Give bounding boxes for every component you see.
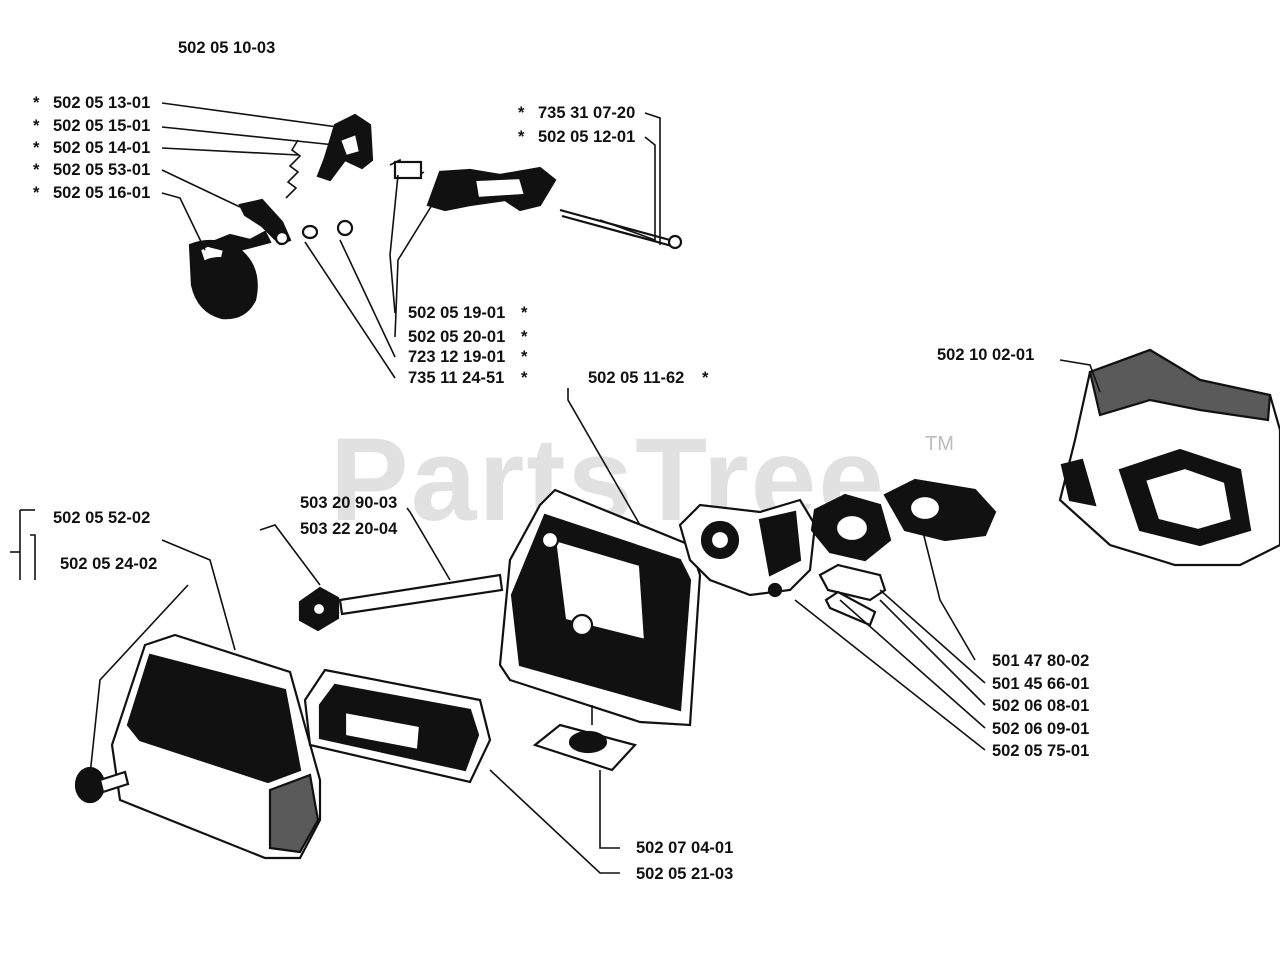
throttle-trigger-part [188, 230, 272, 320]
pin-shaft-part [559, 208, 683, 250]
label-723-12-19-01: 723 12 19-01 [408, 348, 505, 366]
label-502-05-20-01: 502 05 20-01 [408, 328, 505, 346]
label-502-05-10-03: 502 05 10-03 [178, 39, 275, 57]
asterisk-marker: * [518, 104, 525, 122]
asterisk-marker: * [33, 117, 40, 135]
label-503-22-20-04: 503 22 20-04 [300, 520, 398, 538]
label-502-05-19-01: 502 05 19-01 [408, 304, 505, 322]
label-502-05-13-01: 502 05 13-01 [53, 94, 150, 112]
asterisk-marker: * [33, 184, 40, 202]
asterisk-marker: * [33, 161, 40, 179]
label-502-05-21-03: 502 05 21-03 [636, 865, 733, 883]
label-501-45-66-01: 501 45 66-01 [992, 675, 1089, 693]
leader-lines [10, 102, 1101, 874]
asterisk-marker: * [521, 348, 528, 366]
label-735-11-24-51: 735 11 24-51 [408, 369, 504, 387]
part-labels: 502 05 10-03 * 502 05 13-01 * 502 05 15-… [33, 39, 1089, 883]
spring-part-1 [285, 139, 302, 199]
washer-part [301, 219, 354, 240]
label-735-31-07-20: 735 31 07-20 [538, 104, 635, 122]
label-501-47-80-02: 501 47 80-02 [992, 652, 1089, 670]
throttle-lock-part [316, 113, 374, 182]
label-502-05-14-01: 502 05 14-01 [53, 139, 150, 157]
throttle-lever-part [238, 198, 292, 246]
label-502-06-08-01: 502 06 08-01 [992, 697, 1089, 715]
asterisk-marker: * [521, 328, 528, 346]
spring-part-2 [389, 158, 425, 180]
label-502-05-75-01: 502 05 75-01 [992, 742, 1089, 760]
label-502-05-53-01: 502 05 53-01 [53, 161, 150, 179]
label-502-05-11-62: 502 05 11-62 [588, 369, 684, 387]
asterisk-marker: * [518, 128, 525, 146]
asterisk-marker: * [33, 139, 40, 157]
air-filter-cover-part [110, 633, 322, 860]
label-502-05-24-02: 502 05 24-02 [60, 555, 157, 573]
label-503-20-90-03: 503 20 90-03 [300, 494, 397, 512]
air-filter-part [303, 668, 492, 784]
asterisk-marker: * [702, 369, 709, 387]
label-502-05-52-02: 502 05 52-02 [53, 509, 150, 527]
rubber-mount-part [532, 723, 638, 772]
asterisk-marker: * [521, 369, 528, 387]
label-502-10-02-01: 502 10 02-01 [937, 346, 1034, 364]
label-502-05-16-01: 502 05 16-01 [53, 184, 150, 202]
label-502-05-15-01: 502 05 15-01 [53, 117, 150, 135]
label-502-05-12-01: 502 05 12-01 [538, 128, 635, 146]
watermark-tm: TM [925, 433, 954, 455]
asterisk-marker: * [33, 94, 40, 112]
fuel-filter-part [818, 563, 887, 602]
carburetor-part [678, 498, 817, 598]
asterisk-marker: * [521, 304, 528, 322]
throttle-rod-part [426, 166, 557, 212]
label-502-07-04-01: 502 07 04-01 [636, 839, 733, 857]
gasket-part [810, 493, 892, 562]
intake-manifold-part [883, 478, 997, 542]
cylinder-cover-part [1058, 348, 1280, 567]
intake-plate-part [498, 488, 702, 727]
bolt-part [298, 573, 504, 632]
label-502-06-09-01: 502 06 09-01 [992, 720, 1089, 738]
